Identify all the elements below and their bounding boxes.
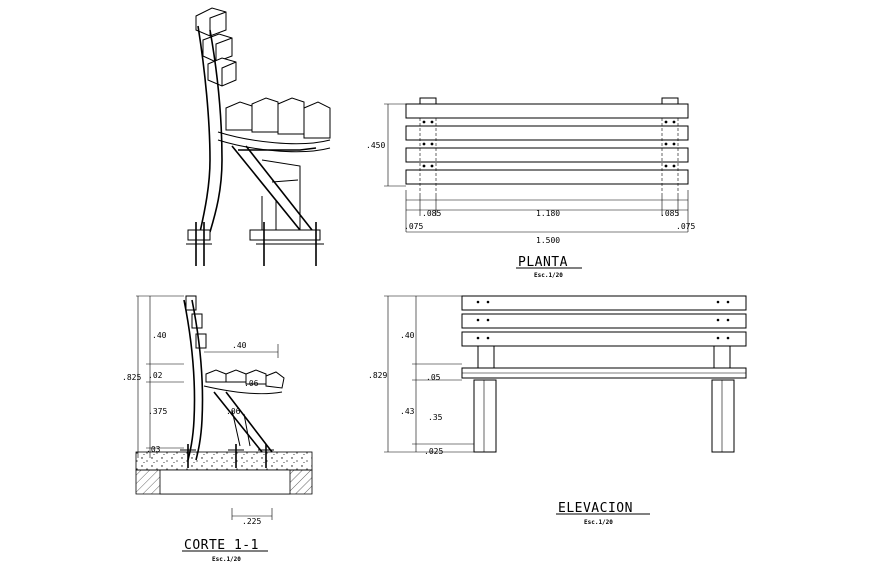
plan-depth-dim: .450	[366, 141, 385, 150]
plan-right-leg-dim: .085	[660, 209, 679, 218]
section-slat2-dim: .06	[226, 407, 241, 416]
elevation-scale: Esc.1/20	[584, 519, 613, 526]
section-footing-dim: .225	[242, 517, 261, 526]
section-back-dim: .40	[152, 331, 167, 340]
side-view-bench	[186, 7, 331, 266]
plan-right-over-dim: .075	[676, 222, 695, 231]
section-gap-dim: .02	[148, 371, 163, 380]
section-title: CORTE 1-1	[184, 538, 259, 553]
elevation-seat-top-dim: .05	[426, 373, 441, 382]
plan-total-dim: 1.500	[536, 236, 560, 245]
elevation-leg-dim: .35	[428, 413, 443, 422]
plan-scale: Esc.1/20	[534, 272, 563, 279]
section-seat-dim: .375	[148, 407, 167, 416]
elevation-foot-dim: .025	[424, 447, 443, 456]
elevation-seat-dim: .43	[400, 407, 415, 416]
plan-bolts	[422, 120, 676, 168]
section-total-dim: .825	[122, 373, 141, 382]
plan-span-dim: 1.180	[536, 209, 560, 218]
section-seat-depth-dim: .40	[232, 341, 247, 350]
elevation-total-dim: .829	[368, 371, 387, 380]
section-view: .825 .40 .02 .375 .03 .40 .06 .06 .225 C…	[122, 295, 313, 563]
plan-view: .450 .085 1.180 .085 .075 .075 1.500 PLA…	[366, 97, 695, 279]
section-base-dim: .03	[146, 445, 161, 454]
elevation-title: ELEVACION	[558, 501, 633, 516]
section-slat-dim: .06	[244, 379, 259, 388]
plan-left-over-dim: .075	[404, 222, 423, 231]
elevation-back-dim: .40	[400, 331, 415, 340]
section-scale: Esc.1/20	[212, 556, 241, 563]
plan-title: PLANTA	[518, 255, 568, 270]
elevation-bolts	[476, 300, 730, 340]
plan-left-leg-dim: .085	[422, 209, 441, 218]
elevation-view: .829 .40 .05 .43 .35 .025 ELEVACION Esc.…	[368, 295, 747, 526]
